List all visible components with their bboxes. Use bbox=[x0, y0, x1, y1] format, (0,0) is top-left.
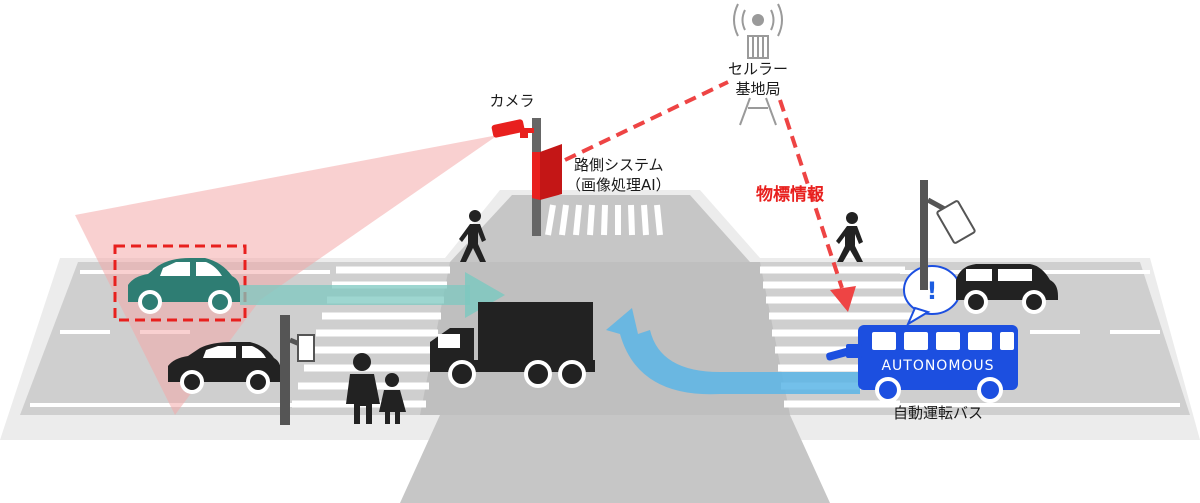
bus-name-label: 自動運転バス bbox=[893, 404, 983, 422]
camera-fov-cone bbox=[75, 135, 498, 415]
cellular-tower-icon bbox=[733, 3, 783, 126]
pedestrian-right-icon bbox=[836, 212, 863, 262]
comm-link-roadside-to-tower bbox=[564, 80, 729, 162]
bus-antenna-icon bbox=[826, 344, 862, 361]
object-info-label: 物標情報 bbox=[756, 184, 825, 205]
camera-icon bbox=[491, 119, 534, 138]
black-car-left bbox=[168, 342, 281, 394]
blue-turn-arrow bbox=[606, 308, 860, 395]
cellular-label-line2: 基地局 bbox=[735, 80, 780, 98]
teal-car bbox=[128, 258, 240, 314]
traffic-signal-left bbox=[280, 315, 315, 425]
traffic-signal-right bbox=[920, 180, 976, 290]
roadside-unit-icon bbox=[532, 144, 562, 200]
truck bbox=[430, 302, 595, 388]
comm-link-tower-to-bus bbox=[778, 99, 856, 312]
teal-motion-arrow bbox=[240, 272, 505, 318]
roadside-label-line1: 路側システム bbox=[574, 156, 664, 174]
alert-mark: ! bbox=[927, 277, 938, 305]
detection-box bbox=[113, 244, 247, 322]
pedestrian-top-left-icon bbox=[459, 210, 486, 262]
crosswalk-top bbox=[545, 204, 663, 236]
autonomous-bus: AUTONOMOUS bbox=[858, 325, 1018, 403]
bus-body-text: AUTONOMOUS bbox=[881, 358, 994, 374]
roadside-label-line2: （画像処理AI） bbox=[566, 176, 671, 194]
black-car-right bbox=[956, 264, 1058, 314]
cellular-label-line1: セルラー bbox=[728, 60, 788, 78]
camera-label: カメラ bbox=[489, 92, 534, 110]
adult-child-pedestrians-icon bbox=[346, 353, 406, 424]
alert-bubble: ! bbox=[903, 265, 961, 327]
